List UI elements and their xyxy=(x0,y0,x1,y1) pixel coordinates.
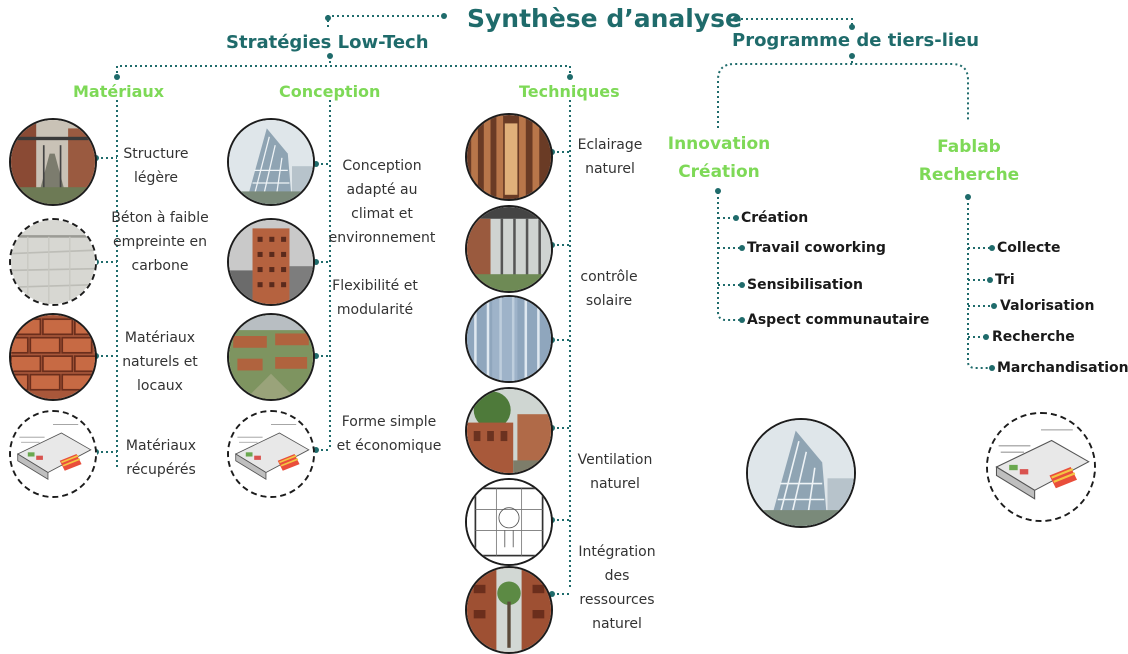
innovation-item: Création xyxy=(741,210,809,226)
concrete-texture-photo-icon xyxy=(9,218,97,306)
dot xyxy=(987,277,993,283)
category-techniques: Techniques xyxy=(519,82,620,101)
fablab-item: Marchandisation xyxy=(997,360,1128,376)
page-title: Synthèse d’analyse xyxy=(467,4,742,33)
colonnade-photo-icon xyxy=(465,205,553,293)
dot xyxy=(715,188,721,194)
dot xyxy=(849,24,855,30)
innovation-title-line2: Création xyxy=(678,162,760,182)
dot xyxy=(549,591,555,597)
category-conception: Conception xyxy=(279,82,381,101)
techniques-item-label: Eclairage naturel xyxy=(577,137,643,177)
dot xyxy=(441,13,447,19)
dot xyxy=(983,334,989,340)
axonometric-plan-drawing-icon xyxy=(986,412,1096,522)
left-branch-title: Stratégies Low-Tech xyxy=(226,32,429,53)
brick-walkway-photo-icon xyxy=(9,118,97,206)
conception-item-label: Flexibilité et modularité xyxy=(332,278,418,318)
glass-facade-photo-icon xyxy=(465,295,553,383)
brick-wall-photo-icon xyxy=(9,313,97,401)
dot xyxy=(313,161,319,167)
materiaux-item-label: Structure légère xyxy=(123,146,189,186)
innovation-item: Aspect communautaire xyxy=(747,312,930,328)
materiaux-item-label: Matériaux naturels et locaux xyxy=(122,330,198,394)
glass-building-photo-icon xyxy=(227,118,315,206)
wood-louvers-photo-icon xyxy=(465,113,553,201)
right-branch-title: Programme de tiers-lieu xyxy=(732,30,980,51)
glass-building-photo-icon xyxy=(746,418,856,528)
fablab-item: Collecte xyxy=(997,240,1061,256)
dot xyxy=(313,353,319,359)
dot xyxy=(313,259,319,265)
dot xyxy=(849,53,855,59)
fablab-item: Recherche xyxy=(992,329,1075,345)
fablab-item: Valorisation xyxy=(1000,298,1095,314)
dot xyxy=(989,245,995,251)
category-materiaux: Matériaux xyxy=(73,82,165,101)
campus-aerial-photo-icon xyxy=(227,313,315,401)
dot xyxy=(989,365,995,371)
section-drawing-icon xyxy=(465,478,553,566)
dot xyxy=(313,447,319,453)
fablab-title-line1: Fablab xyxy=(937,137,1001,157)
conception-item-label: Conception adapté au climat et environne… xyxy=(328,158,436,246)
dot xyxy=(739,282,745,288)
fablab-item: Tri xyxy=(995,272,1015,288)
dot xyxy=(965,194,971,200)
techniques-item-label: contrôle solaire xyxy=(580,269,638,309)
innovation-title-line1: Innovation xyxy=(667,134,771,154)
axonometric-plan-drawing-icon xyxy=(227,410,315,498)
brick-court-photo-icon xyxy=(465,566,553,654)
dot xyxy=(991,303,997,309)
materiaux-item-label: Matériaux récupérés xyxy=(125,438,197,478)
axonometric-plan-drawing-icon xyxy=(9,410,97,498)
innovation-item: Travail coworking xyxy=(747,240,886,256)
dot xyxy=(114,74,120,80)
dot xyxy=(325,15,331,21)
fablab-title-line2: Recherche xyxy=(918,165,1020,185)
brick-tower-photo-icon xyxy=(227,218,315,306)
dot xyxy=(739,317,745,323)
dot xyxy=(733,16,739,22)
dot xyxy=(567,74,573,80)
techniques-item-label: Ventilation naturel xyxy=(577,452,653,492)
courtyard-photo-icon xyxy=(465,387,553,475)
innovation-item: Sensibilisation xyxy=(747,277,863,293)
materiaux-item-label: Béton à faible empreinte en carbone xyxy=(111,210,209,274)
category-innovation: Innovation Création xyxy=(664,130,774,186)
dot xyxy=(327,53,333,59)
conception-item-label: Forme simple et économique xyxy=(336,414,442,454)
dot xyxy=(733,215,739,221)
techniques-item-label: Intégration des ressources naturel xyxy=(578,544,656,632)
dot xyxy=(739,245,745,251)
category-fablab: Fablab Recherche xyxy=(914,133,1024,189)
